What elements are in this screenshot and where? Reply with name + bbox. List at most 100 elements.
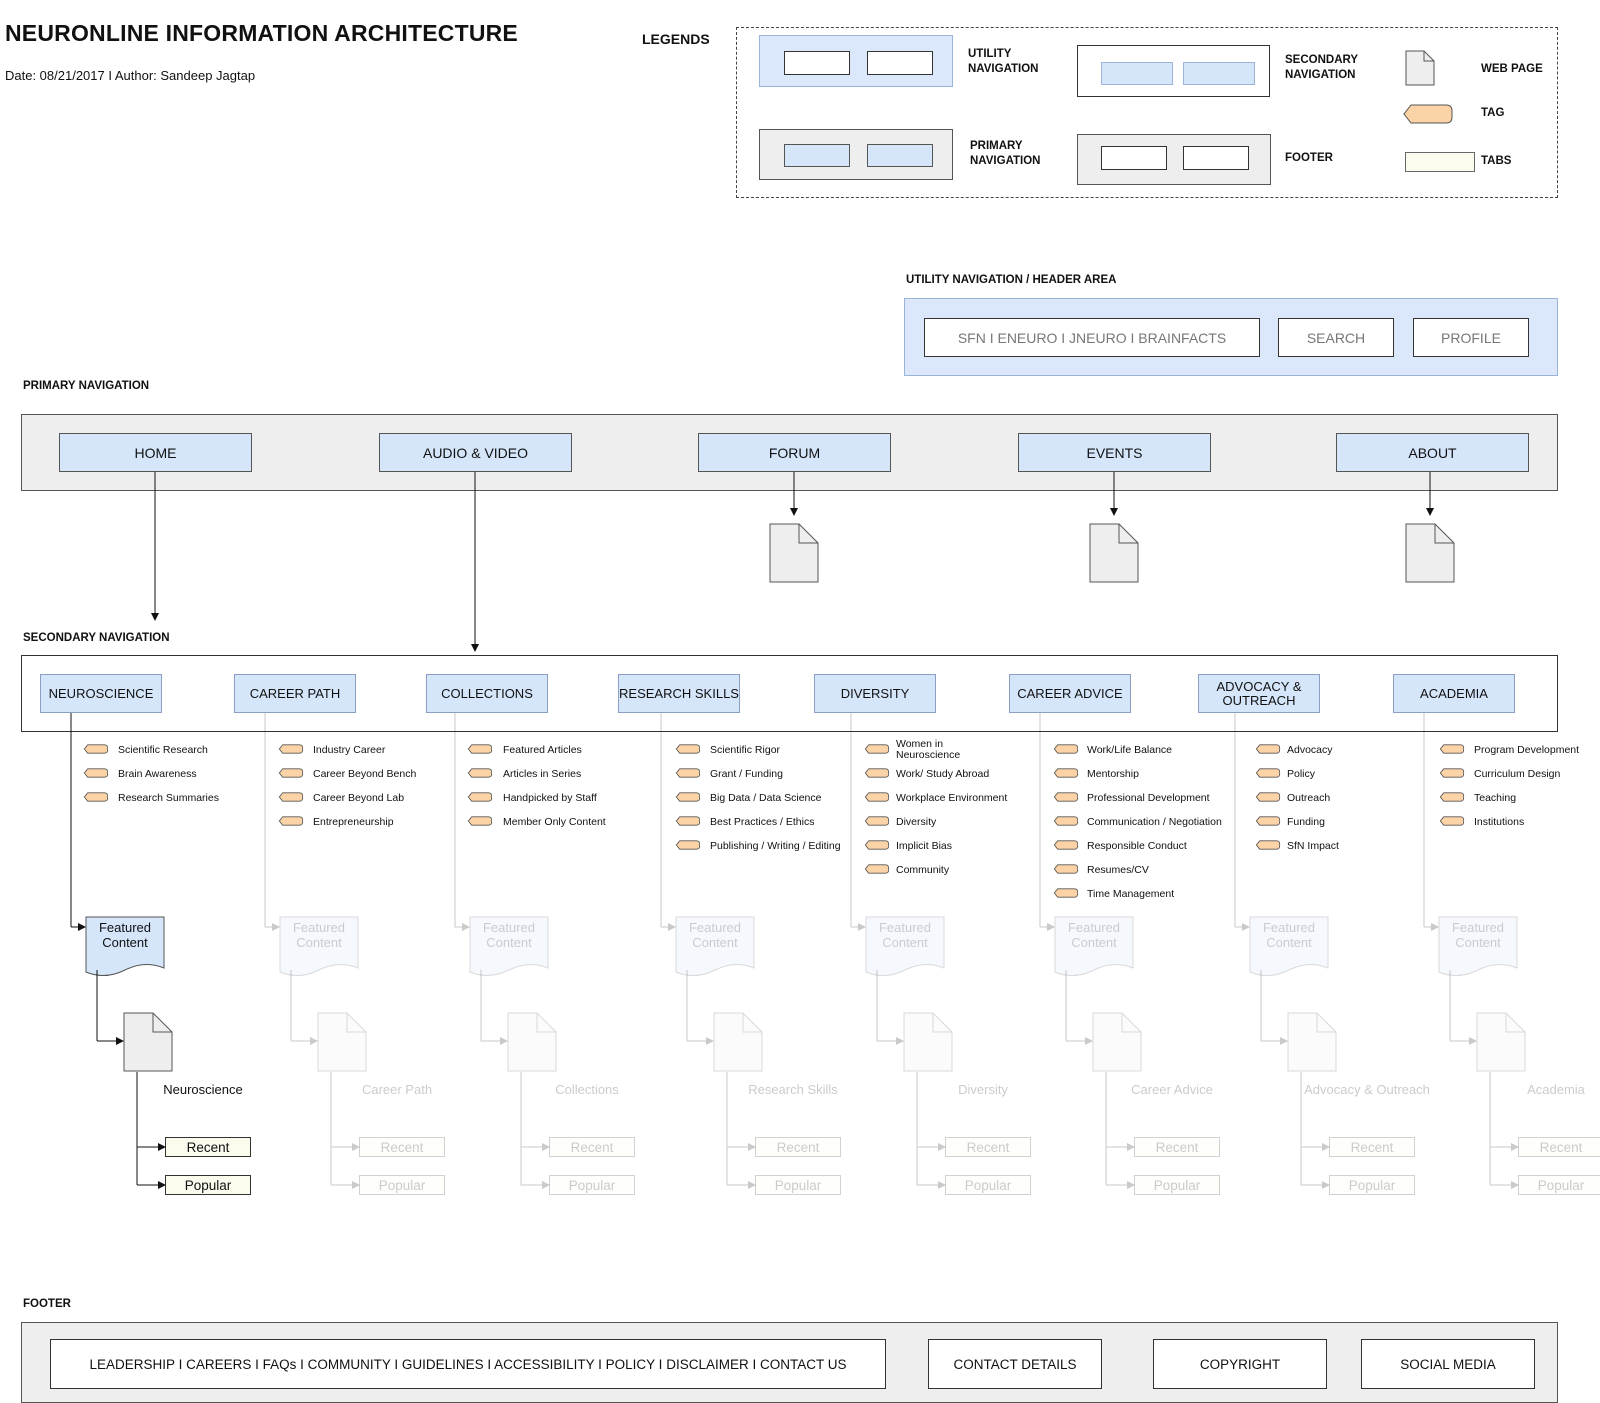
tag-label[interactable]: Work/Life Balance (1087, 744, 1173, 756)
recent-tab[interactable]: Recent (549, 1137, 635, 1157)
tag-icon (83, 792, 109, 802)
tag-label[interactable]: Funding (1287, 816, 1325, 828)
tag-label[interactable]: Women in Neuroscience (896, 738, 961, 761)
tag-label[interactable]: Diversity (896, 816, 937, 828)
tag-label[interactable]: Member Only Content (503, 816, 606, 828)
tag-label[interactable]: Institutions (1474, 816, 1525, 828)
tag-label[interactable]: Career Beyond Lab (313, 792, 405, 804)
popular-tab[interactable]: Popular (755, 1175, 841, 1195)
utility-links[interactable]: SFN I ENEURO I JNEURO I BRAINFACTS (924, 318, 1260, 357)
page-label: Research Skills (748, 1082, 838, 1097)
tag-label[interactable]: Publishing / Writing / Editing (710, 840, 841, 852)
tag-icon (675, 816, 701, 826)
tag-label[interactable]: Big Data / Data Science (710, 792, 822, 804)
secondary-nav-item[interactable]: COLLECTIONS (426, 674, 548, 713)
tag-label[interactable]: Scientific Rigor (710, 744, 781, 756)
recent-tab[interactable]: Recent (945, 1137, 1031, 1157)
tag-label[interactable]: Scientific Research (118, 744, 208, 756)
tag-label[interactable]: Implicit Bias (896, 840, 953, 852)
popular-tab[interactable]: Popular (549, 1175, 635, 1195)
nav-about[interactable]: ABOUT (1336, 433, 1529, 472)
tag-label[interactable]: Career Beyond Bench (313, 768, 417, 780)
page-label: Career Advice (1131, 1082, 1213, 1097)
featured-content-doc[interactable] (469, 916, 549, 978)
tag-label[interactable]: Featured Articles (503, 744, 582, 756)
featured-content-doc[interactable] (1438, 916, 1518, 978)
featured-content-doc[interactable] (865, 916, 945, 978)
secondary-nav-item[interactable]: ADVOCACY & OUTREACH (1198, 674, 1320, 713)
tag-label[interactable]: Entrepreneurship (313, 816, 394, 828)
tag-label[interactable]: Best Practices / Ethics (710, 816, 815, 828)
tag-label[interactable]: Industry Career (313, 744, 386, 756)
tag-icon (1053, 816, 1079, 826)
tag-label[interactable]: Policy (1287, 768, 1316, 780)
featured-content-doc[interactable] (1054, 916, 1134, 978)
tag-label[interactable]: Research Summaries (118, 792, 219, 804)
popular-tab[interactable]: Popular (1329, 1175, 1415, 1195)
web-page-icon[interactable] (1287, 1012, 1337, 1072)
tag-label[interactable]: Grant / Funding (710, 768, 783, 780)
web-page-icon[interactable] (713, 1012, 763, 1072)
recent-tab[interactable]: Recent (1518, 1137, 1600, 1157)
nav-home[interactable]: HOME (59, 433, 252, 472)
recent-tab[interactable]: Recent (359, 1137, 445, 1157)
tag-label[interactable]: Teaching (1474, 792, 1517, 804)
secondary-nav-item[interactable]: DIVERSITY (814, 674, 936, 713)
tag-icon (675, 792, 701, 802)
tag-label[interactable]: Articles in Series (503, 768, 582, 780)
footer-links[interactable]: LEADERSHIP I CAREERS I FAQs I COMMUNITY … (50, 1339, 886, 1389)
tag-label[interactable]: Workplace Environment (896, 792, 1008, 804)
tag-label[interactable]: Community (896, 864, 950, 876)
contact-details-link[interactable]: CONTACT DETAILS (928, 1339, 1102, 1389)
tag-label[interactable]: Handpicked by Staff (503, 792, 597, 804)
popular-tab[interactable]: Popular (1518, 1175, 1600, 1195)
tag-label[interactable]: Responsible Conduct (1087, 840, 1187, 852)
tag-label[interactable]: SfN Impact (1287, 840, 1339, 852)
secondary-nav-item[interactable]: CAREER PATH (234, 674, 356, 713)
tag-label[interactable]: Curriculum Design (1474, 768, 1561, 780)
secondary-heading: SECONDARY NAVIGATION (23, 632, 170, 644)
profile-button[interactable]: PROFILE (1413, 318, 1529, 357)
recent-tab[interactable]: Recent (755, 1137, 841, 1157)
web-page-icon[interactable] (1476, 1012, 1526, 1072)
nav-forum[interactable]: FORUM (698, 433, 891, 472)
tag-label[interactable]: Mentorship (1087, 768, 1139, 780)
featured-content-doc[interactable] (1249, 916, 1329, 978)
search-button[interactable]: SEARCH (1278, 318, 1394, 357)
tag-icon (864, 840, 890, 850)
tag-label[interactable]: Resumes/CV (1087, 864, 1149, 876)
tag-label[interactable]: Work/ Study Abroad (896, 768, 990, 780)
copyright-link[interactable]: COPYRIGHT (1153, 1339, 1327, 1389)
featured-content-doc[interactable] (279, 916, 359, 978)
secondary-nav-item[interactable]: CAREER ADVICE (1009, 674, 1131, 713)
recent-tab[interactable]: Recent (1134, 1137, 1220, 1157)
about-page-icon (1405, 523, 1455, 583)
tag-label[interactable]: Program Development (1474, 744, 1580, 756)
featured-content-doc[interactable] (675, 916, 755, 978)
tag-label[interactable]: Time Management (1087, 888, 1175, 900)
secondary-nav-item[interactable]: ACADEMIA (1393, 674, 1515, 713)
tag-label[interactable]: Outreach (1287, 792, 1331, 804)
nav-events[interactable]: EVENTS (1018, 433, 1211, 472)
tag-icon (1255, 816, 1281, 826)
popular-tab[interactable]: Popular (945, 1175, 1031, 1195)
popular-tab[interactable]: Popular (359, 1175, 445, 1195)
web-page-icon[interactable] (903, 1012, 953, 1072)
web-page-icon[interactable] (123, 1012, 173, 1072)
tag-icon (675, 840, 701, 850)
tag-label[interactable]: Communication / Negotiation (1087, 816, 1222, 828)
web-page-icon[interactable] (1092, 1012, 1142, 1072)
tabs-legend-swatch (1405, 152, 1475, 172)
web-page-icon[interactable] (317, 1012, 367, 1072)
nav-audio-video[interactable]: AUDIO & VIDEO (379, 433, 572, 472)
tag-label[interactable]: Professional Development (1087, 792, 1210, 804)
secondary-nav-item[interactable]: NEUROSCIENCE (40, 674, 162, 713)
social-media-link[interactable]: SOCIAL MEDIA (1361, 1339, 1535, 1389)
web-page-icon[interactable] (507, 1012, 557, 1072)
featured-content-doc[interactable] (85, 916, 165, 978)
secondary-nav-item[interactable]: RESEARCH SKILLS (618, 674, 740, 713)
popular-tab[interactable]: Popular (165, 1175, 251, 1195)
tag-label[interactable]: Advocacy (1287, 744, 1333, 756)
tag-label[interactable]: Brain Awareness (118, 768, 197, 780)
